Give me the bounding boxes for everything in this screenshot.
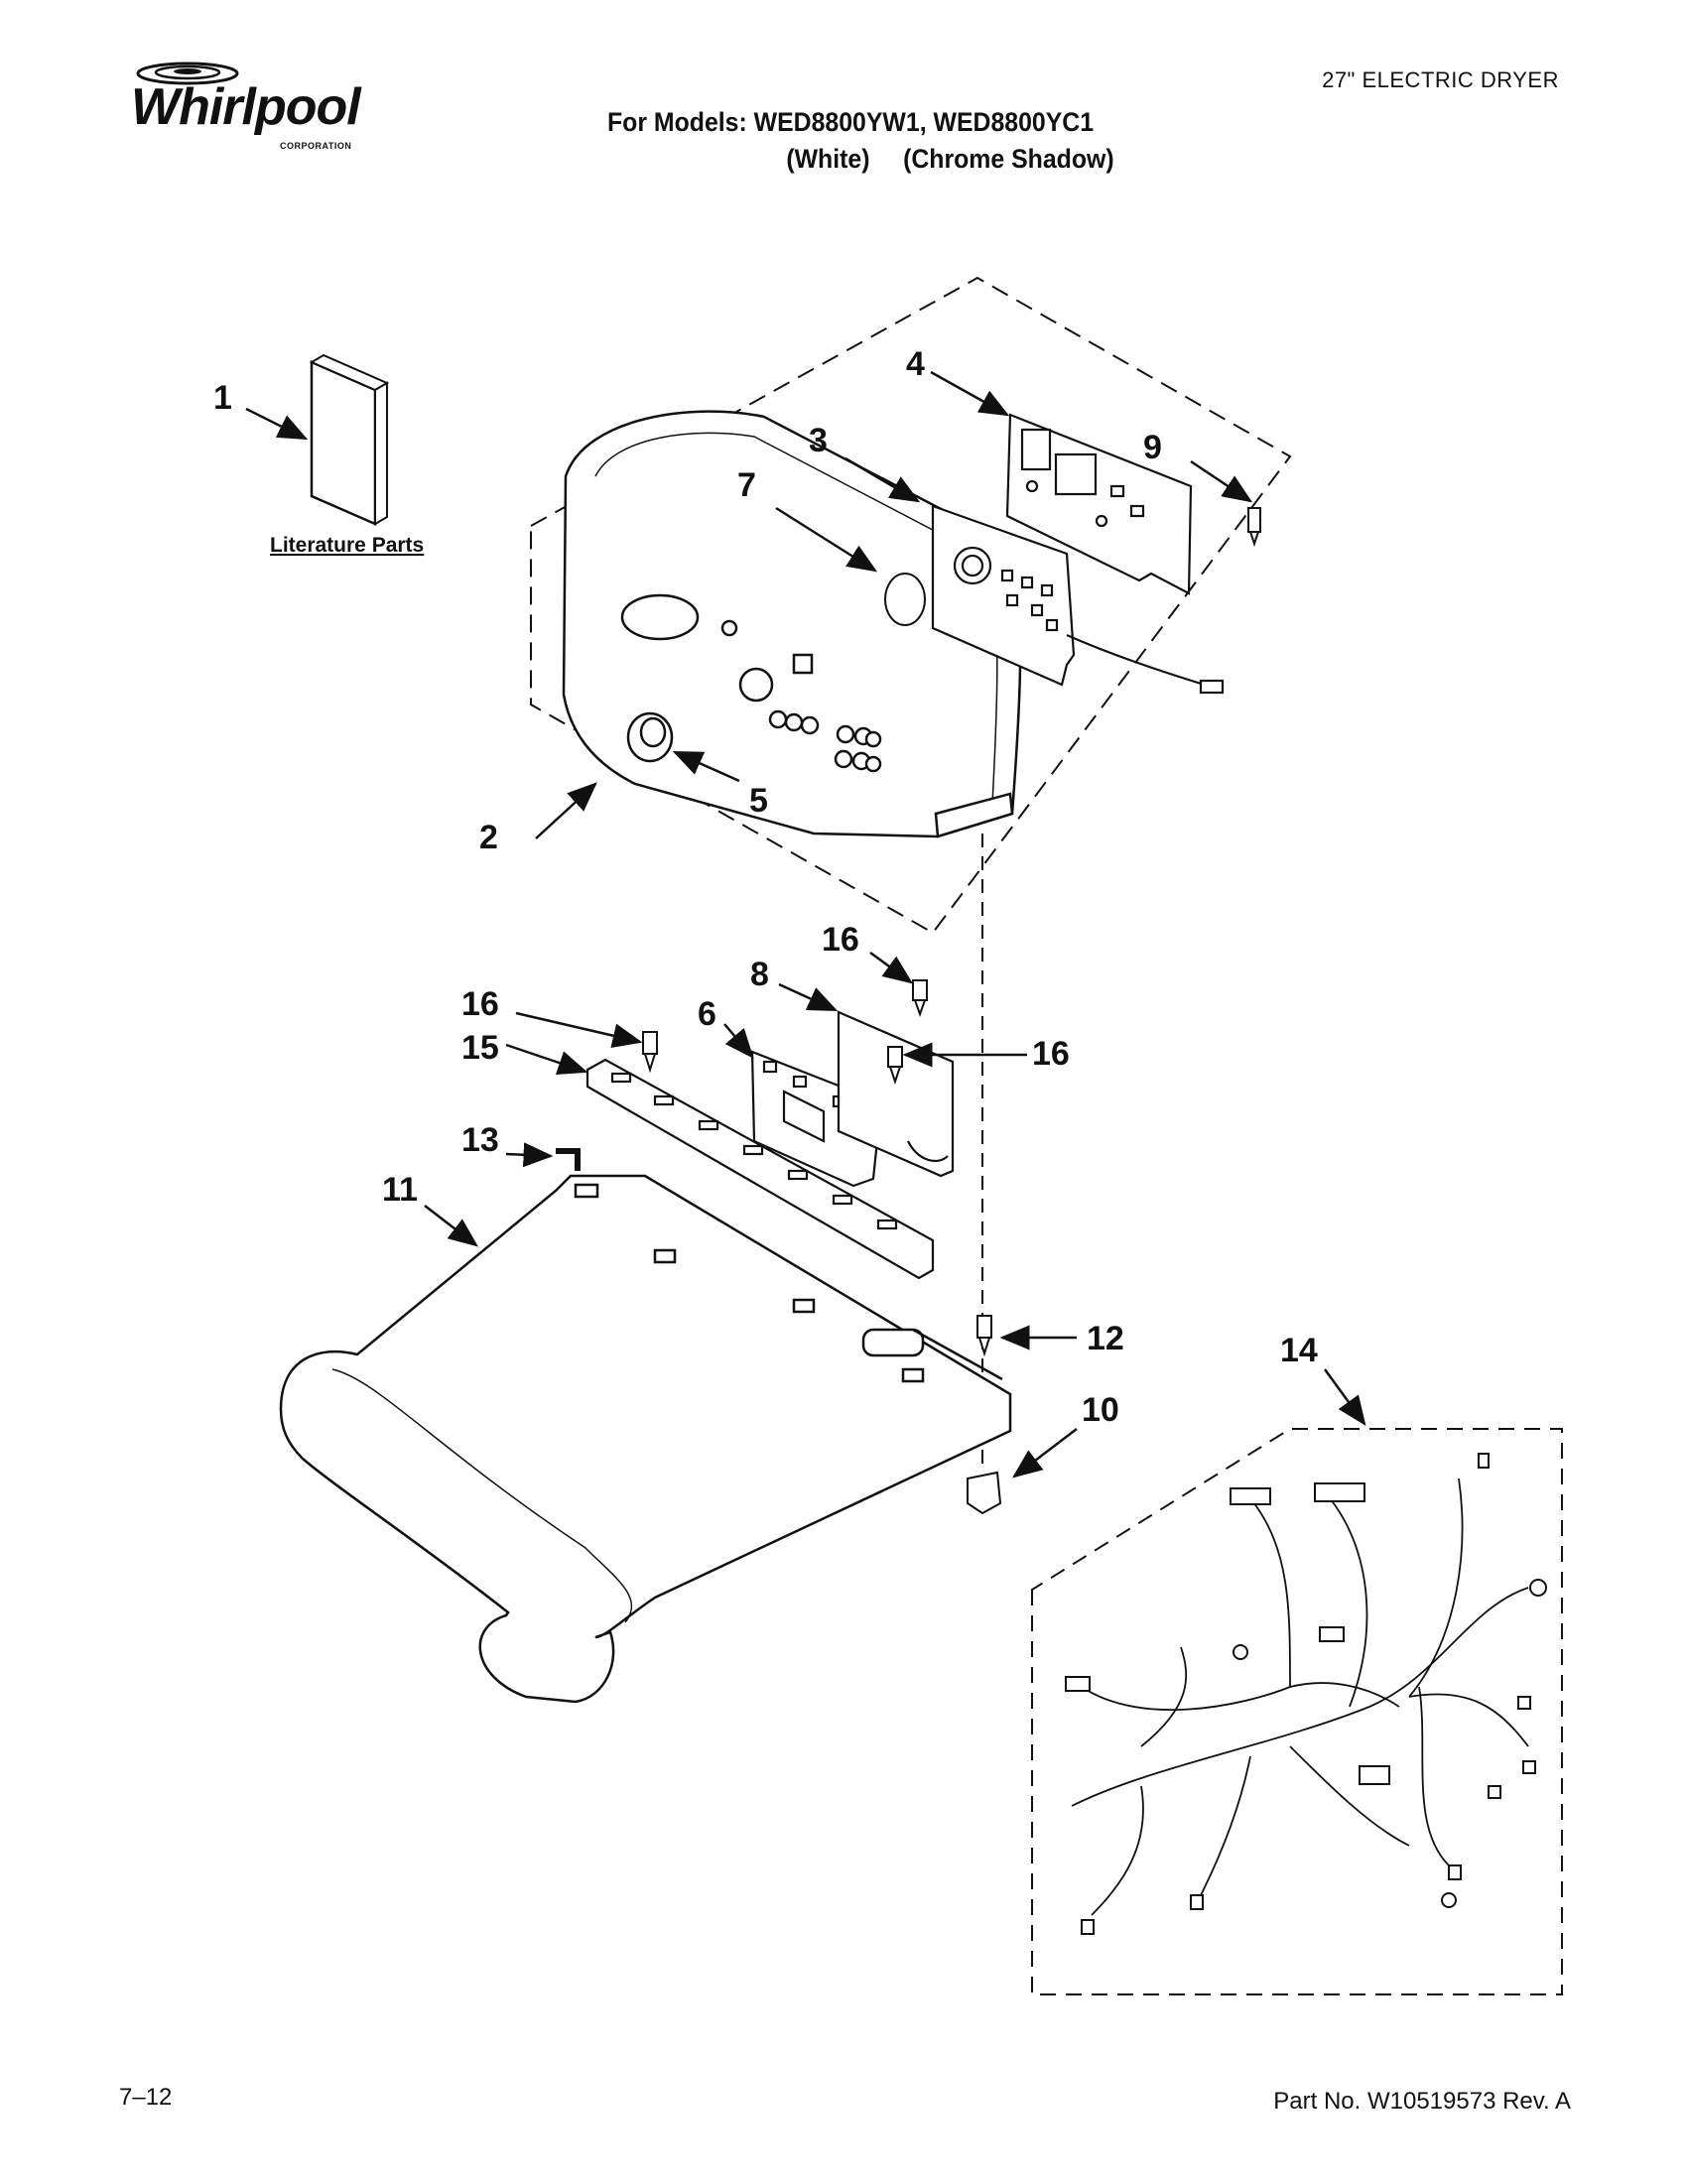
- ui-control-board: [931, 504, 1225, 695]
- control-module: [750, 1050, 880, 1188]
- harness-group-outline: [1031, 1428, 1563, 1995]
- clip-10: [967, 1471, 1002, 1515]
- callout-15: 15: [461, 1029, 499, 1067]
- whirlpool-logo: Whirlpool CORPORATION: [131, 60, 389, 159]
- callout-1: 1: [213, 379, 232, 417]
- literature-booklet: [309, 353, 390, 526]
- overlay-disc: [884, 573, 926, 626]
- console-bracket: [585, 1058, 935, 1280]
- variant-white: (White): [786, 144, 870, 174]
- variants-line: (White) (Chrome Shadow): [607, 144, 1113, 236]
- callout-12: 12: [1087, 1320, 1124, 1357]
- callout-5: 5: [749, 782, 768, 820]
- screw-16-c: [887, 1046, 903, 1086]
- callout-16-top: 16: [822, 921, 859, 959]
- callout-8: 8: [750, 956, 769, 993]
- hex-key: [556, 1148, 581, 1171]
- wire-harness: [1071, 1477, 1529, 1916]
- logo-swirl-icon: [136, 62, 239, 85]
- part-number: Part No. W10519573 Rev. A: [1273, 2088, 1571, 2115]
- callout-16-left: 16: [461, 985, 499, 1023]
- screw-16-b: [912, 979, 928, 1017]
- console-group-outline: [530, 276, 1292, 935]
- callout-13: 13: [461, 1121, 499, 1159]
- top-panel: [279, 1174, 1012, 1704]
- console-panel: [562, 410, 1022, 838]
- callout-3: 3: [809, 422, 828, 459]
- callout-10: 10: [1082, 1391, 1119, 1429]
- callout-arrows: [245, 370, 1366, 1478]
- callout-7: 7: [737, 466, 756, 504]
- knob: [626, 711, 674, 763]
- screw-12: [976, 1315, 992, 1357]
- callout-14: 14: [1280, 1332, 1318, 1369]
- callout-11: 11: [382, 1171, 418, 1209]
- callout-2: 2: [479, 819, 498, 856]
- literature-parts-label: Literature Parts: [270, 534, 424, 557]
- main-control-board: [1005, 413, 1193, 595]
- callout-9: 9: [1143, 429, 1162, 466]
- models-line: For Models: WED8800YW1, WED8800YC1: [607, 107, 1095, 137]
- screw-16-a: [642, 1031, 658, 1074]
- screw-9: [1247, 507, 1261, 548]
- callout-16-right: 16: [1032, 1035, 1070, 1073]
- product-type: 27" ELECTRIC DRYER: [1322, 67, 1559, 92]
- brand-name: Whirlpool: [131, 78, 361, 136]
- callout-6: 6: [698, 995, 716, 1033]
- brand-sub: CORPORATION: [280, 141, 352, 151]
- variant-chrome-shadow: (Chrome Shadow): [903, 144, 1114, 174]
- callout-4: 4: [906, 345, 925, 383]
- harness-connectors: [1065, 1453, 1547, 1935]
- page-number: 7–12: [119, 2084, 173, 2111]
